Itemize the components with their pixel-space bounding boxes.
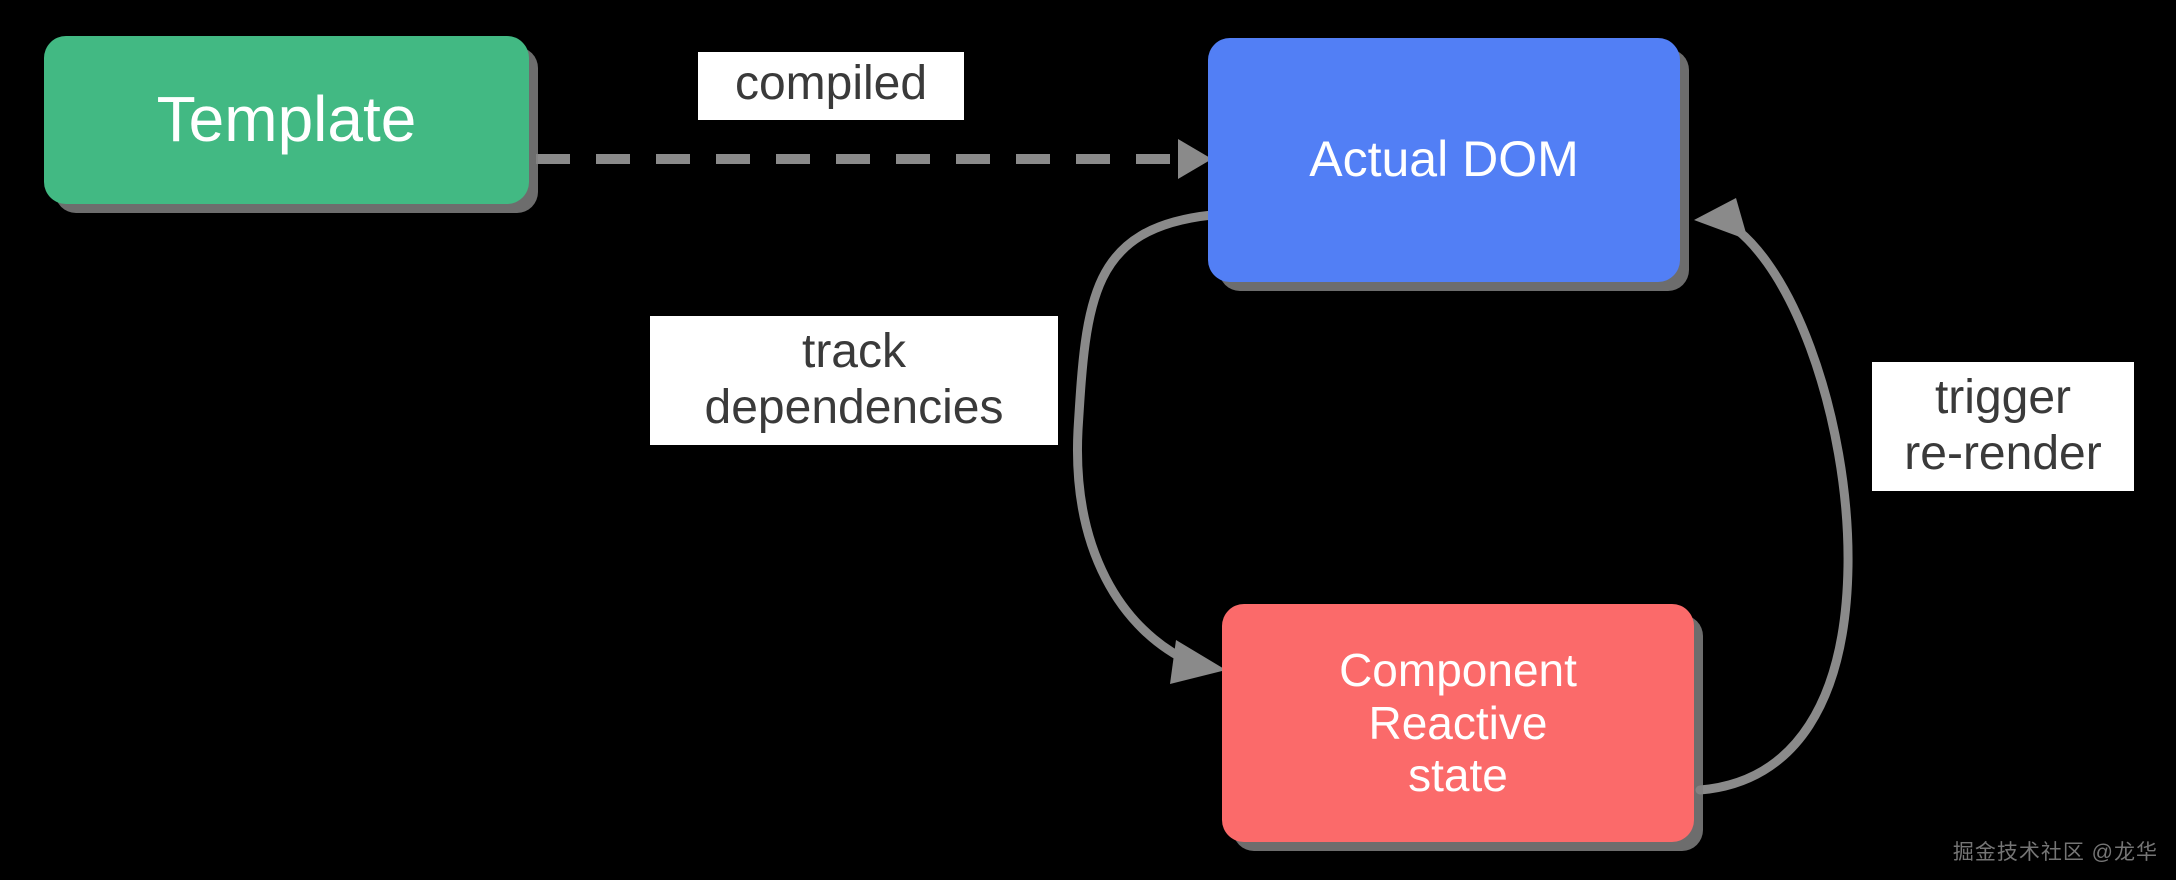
edge-trigger-re-render bbox=[1694, 198, 1853, 795]
arrowhead-compiled bbox=[1178, 139, 1212, 179]
arrowhead-track-dependencies bbox=[1170, 640, 1226, 684]
edge-compiled bbox=[536, 139, 1212, 179]
arrowhead-trigger-re-render bbox=[1694, 198, 1748, 240]
node-actual-dom-label: Actual DOM bbox=[1309, 131, 1579, 188]
edge-track-dependencies bbox=[1072, 210, 1226, 684]
edge-label-track-dependencies: track dependencies bbox=[650, 316, 1058, 446]
node-component-reactive-state-label: Component Reactive state bbox=[1339, 643, 1577, 802]
node-actual-dom[interactable]: Actual DOM bbox=[1208, 38, 1680, 282]
watermark: 掘金技术社区 @龙华 bbox=[1952, 841, 2158, 864]
edge-label-trigger-re-render: trigger re-render bbox=[1872, 362, 2134, 492]
edge-label-compiled: compiled bbox=[698, 52, 964, 120]
node-component-reactive-state[interactable]: Component Reactive state bbox=[1222, 604, 1694, 842]
node-template[interactable]: Template bbox=[44, 36, 529, 204]
node-template-label: Template bbox=[156, 83, 417, 156]
